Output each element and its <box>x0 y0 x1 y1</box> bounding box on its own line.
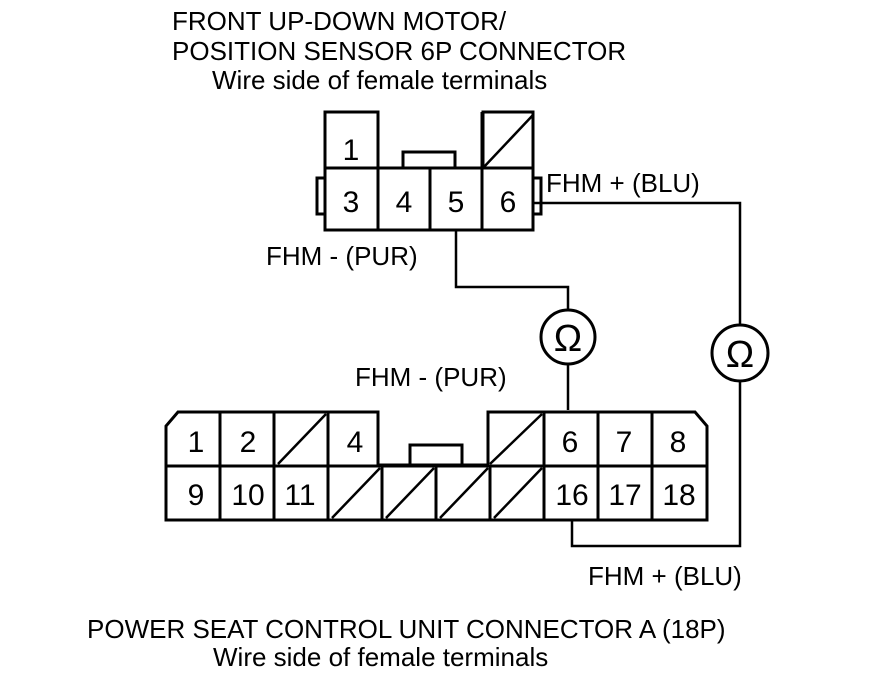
ohmmeter-right: Ω <box>710 323 770 383</box>
bottom-18p-connector: 1 2 4 6 7 8 9 10 11 16 17 18 <box>164 410 709 522</box>
bottom-blank-cavity-5 <box>489 413 543 465</box>
wire-fhm-minus-upper <box>454 230 570 310</box>
bottom-connector-key <box>408 443 464 465</box>
fhm-plus-label-top: FHM + (BLU) <box>546 168 700 198</box>
bottom-pin-10: 10 <box>231 479 264 512</box>
bottom-blank-cavity-12 <box>331 467 381 519</box>
bottom-pin-4: 4 <box>347 426 364 459</box>
top-connector-left-tab <box>315 176 325 216</box>
bottom-pin-2: 2 <box>240 426 257 459</box>
bottom-connector-outline <box>164 410 709 522</box>
top-pin-3: 3 <box>343 186 360 219</box>
ohmmeter-circle <box>710 323 770 383</box>
top-connector-right-tab <box>533 176 543 216</box>
top-connector-key <box>401 150 457 168</box>
bottom-pin-11: 11 <box>284 479 315 512</box>
bottom-pin-1: 1 <box>188 426 205 459</box>
bottom-blank-cavity-13 <box>385 467 435 519</box>
top-pin-4: 4 <box>396 186 413 219</box>
fhm-minus-label-top: FHM - (PUR) <box>266 241 418 271</box>
top-connector-blank-cavity <box>482 114 534 169</box>
ohmmeter-left: Ω <box>539 308 597 366</box>
bottom-connector-title: POWER SEAT CONTROL UNIT CONNECTOR A (18P… <box>87 614 726 644</box>
bottom-pin-17: 17 <box>608 479 641 512</box>
top-connector-title-line2: POSITION SENSOR 6P CONNECTOR <box>172 36 626 66</box>
bottom-pin-16: 16 <box>555 479 588 512</box>
ohm-symbol-icon: Ω <box>554 318 582 360</box>
bottom-blank-cavity-15 <box>493 467 543 519</box>
top-pin-6: 6 <box>500 186 517 219</box>
bottom-blank-cavity-3 <box>277 413 327 465</box>
fhm-minus-label-bottom: FHM - (PUR) <box>355 362 507 392</box>
top-connector-subtitle: Wire side of female terminals <box>212 65 547 95</box>
ohm-symbol-icon: Ω <box>726 334 754 376</box>
top-pin-1: 1 <box>343 134 360 167</box>
fhm-plus-label-bottom: FHM + (BLU) <box>588 561 742 591</box>
bottom-blank-cavity-14 <box>439 467 489 519</box>
ohmmeter-circle <box>539 308 597 366</box>
top-pin-5: 5 <box>448 186 465 219</box>
bottom-pin-7: 7 <box>616 426 633 459</box>
wire-fhm-plus-upper <box>533 201 742 325</box>
bottom-connector-subtitle: Wire side of female terminals <box>213 642 548 672</box>
bottom-pin-18: 18 <box>662 479 695 512</box>
top-6p-connector: 1 3 4 5 6 <box>315 110 543 232</box>
bottom-pin-9: 9 <box>188 479 205 512</box>
bottom-pin-6: 6 <box>562 426 579 459</box>
top-connector-title-line1: FRONT UP-DOWN MOTOR/ <box>172 6 507 36</box>
bottom-pin-8: 8 <box>670 426 687 459</box>
wire-fhm-plus-lower <box>570 381 742 548</box>
